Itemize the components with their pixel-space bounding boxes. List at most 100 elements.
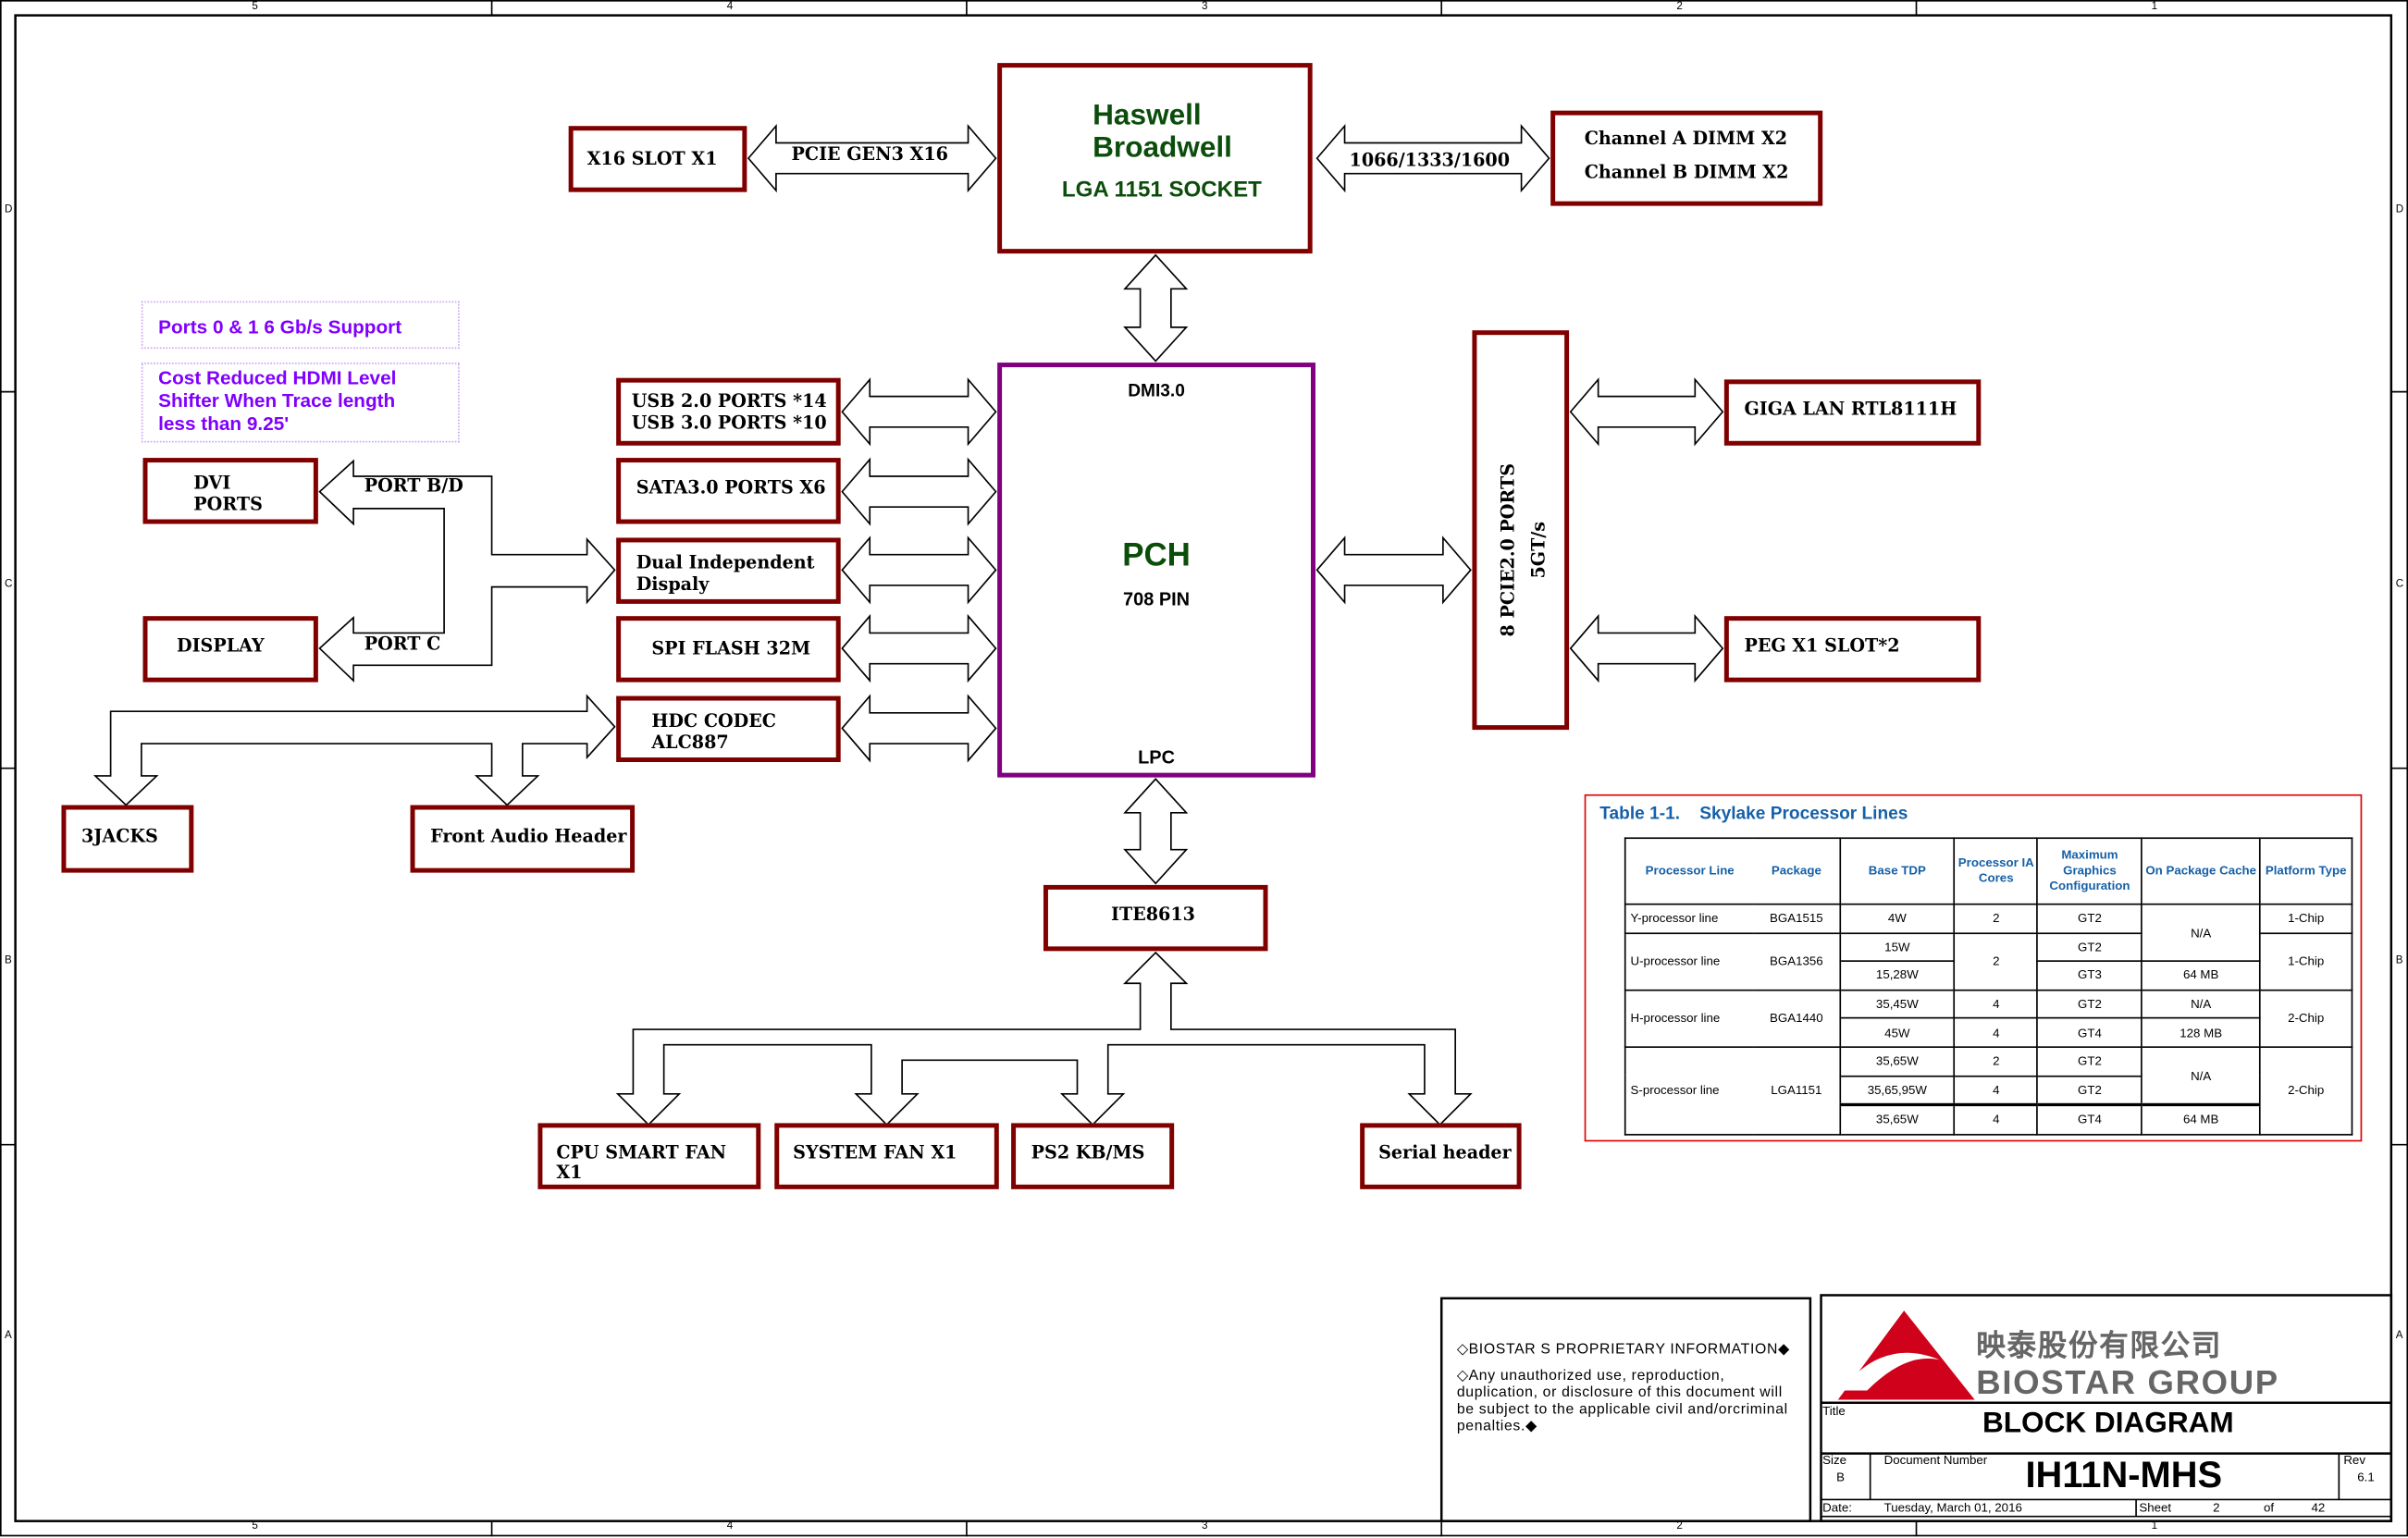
- td: BGA1440: [1753, 989, 1841, 1048]
- table-row: 35,65W 4 GT4 64 MB: [1625, 1103, 2352, 1136]
- pch-title: PCH: [1122, 537, 1191, 573]
- cpu-block: Haswell Broadwell LGA 1151 SOCKET: [997, 63, 1313, 254]
- front-audio-label: Front Audio Header: [430, 825, 627, 847]
- logo-chinese-text: 映泰股份有限公司: [1976, 1330, 2223, 1363]
- td: N/A: [2141, 989, 2261, 1020]
- document-number: IH11N-MHS: [2025, 1455, 2223, 1497]
- size-value: B: [1836, 1470, 1846, 1484]
- display-port-arrows: [318, 459, 616, 683]
- lpc-arrow: [1123, 778, 1189, 885]
- td: BGA1515: [1753, 903, 1841, 934]
- cpu-name: Haswell Broadwell: [1093, 100, 1232, 165]
- ps2-label: PS2 KB/MS: [1031, 1141, 1145, 1163]
- proprietary-notice: ◇BIOSTAR S PROPRIETARY INFORMATION◆ ◇Any…: [1457, 1341, 1804, 1434]
- td: GT2: [2036, 931, 2143, 963]
- row-label: B: [4, 955, 12, 966]
- table-header-row: Processor Line Package Base TDP Processo…: [1624, 837, 2353, 905]
- port-c-label: PORT C: [364, 633, 441, 655]
- note-hdmi-line2: Shifter When Trace length: [158, 389, 396, 412]
- peg-slot-block: PEG X1 SLOT*2: [1723, 616, 1982, 683]
- hdc-codec-block: HDC CODEC ALC887: [616, 695, 841, 763]
- row-label: A: [2395, 1330, 2403, 1342]
- pch-block: DMI3.0 PCH 708 PIN LPC: [997, 363, 1315, 778]
- ps2-block: PS2 KB/MS: [1011, 1123, 1175, 1189]
- proprietary-line2: ◇Any unauthorized use, reproduction, dup…: [1456, 1367, 1788, 1435]
- date-value: Tuesday, March 01, 2016: [1883, 1501, 2022, 1516]
- td: GT2: [2036, 1075, 2143, 1106]
- cpu-line1: Haswell: [1093, 99, 1202, 132]
- rev-value: 6.1: [2357, 1470, 2375, 1484]
- th: Platform Type: [2259, 837, 2353, 905]
- column-label: 1: [2151, 1, 2158, 13]
- table-row: 45W 4 GT4 128 MB: [1625, 1017, 2352, 1048]
- td: 128 MB: [2141, 1017, 2261, 1048]
- row-label: A: [4, 1330, 12, 1342]
- td: 1-Chip: [2259, 903, 2353, 934]
- display-label: DISPLAY: [177, 634, 265, 657]
- th: On Package Cache: [2141, 837, 2261, 905]
- giga-lan-label: GIGA LAN RTL8111H: [1744, 398, 1957, 420]
- td: H-processor line: [1624, 989, 1754, 1048]
- cpu-line2: Broadwell: [1093, 131, 1232, 165]
- td: 1-Chip: [2259, 931, 2353, 991]
- column-label: 5: [252, 1520, 258, 1532]
- serial-header-block: Serial header: [1360, 1123, 1522, 1189]
- column-label: 1: [2151, 1520, 2158, 1532]
- of-label: of: [2263, 1501, 2275, 1516]
- title-label: Title: [1822, 1404, 1846, 1419]
- th: Package: [1753, 837, 1841, 905]
- dimm-block: Channel A DIMM X2 Channel B DIMM X2: [1550, 110, 1823, 206]
- td: 4: [1954, 1103, 2039, 1136]
- pcie-ports-line1: 8 PCIE2.0 PORTS: [1497, 463, 1519, 637]
- ite-device-arrows: [615, 951, 1473, 1126]
- cpu-socket: LGA 1151 SOCKET: [1061, 178, 1262, 203]
- sata-label: SATA3.0 PORTS X6: [636, 476, 826, 498]
- dvi-line2: PORTS: [193, 493, 263, 515]
- td: 35,65W: [1838, 1046, 1956, 1077]
- td: GT4: [2036, 1103, 2143, 1136]
- dimm-channel-b: Channel B DIMM X2: [1584, 161, 1789, 183]
- 3jacks-block: 3JACKS: [61, 805, 194, 873]
- pcie-ports-block: 8 PCIE2.0 PORTS 5GT/s: [1472, 330, 1570, 731]
- td: 4: [1954, 989, 2039, 1020]
- td: 2: [1954, 903, 2039, 934]
- pch-dmi-label: DMI3.0: [1128, 382, 1185, 401]
- row-label: B: [2395, 955, 2403, 966]
- serial-header-label: Serial header: [1378, 1141, 1512, 1163]
- td: 64 MB: [2141, 1103, 2261, 1136]
- td: 35,65,95W: [1838, 1075, 1956, 1106]
- giga-lan-arrow: [1569, 377, 1724, 447]
- giga-lan-block: GIGA LAN RTL8111H: [1723, 379, 1982, 446]
- pch-pins: 708 PIN: [1123, 588, 1191, 610]
- th: Base TDP: [1838, 837, 1956, 905]
- pch-io-arrow: [841, 613, 997, 683]
- rev-label: Rev: [2343, 1453, 2365, 1468]
- column-label: 4: [726, 1, 734, 13]
- pch-io-arrow: [841, 377, 997, 447]
- column-label: 2: [1676, 1520, 1683, 1532]
- processor-table: Processor Line Package Base TDP Processo…: [1624, 837, 2353, 1136]
- td: Y-processor line: [1624, 903, 1754, 934]
- row-label: C: [2395, 579, 2404, 590]
- pcie-ports-line2: 5GT/s: [1527, 521, 1550, 579]
- td: GT2: [2036, 989, 2143, 1020]
- table-row: Y-processor line BGA1515 4W 2 GT2 N/A 1-…: [1624, 903, 2353, 963]
- title-block-box: [1820, 1294, 2393, 1522]
- usb3-label: USB 3.0 PORTS *10: [631, 412, 827, 434]
- note-hdmi: Cost Reduced HDMI Level Shifter When Tra…: [141, 363, 460, 443]
- spi-flash-label: SPI FLASH 32M: [651, 637, 811, 659]
- sheet-label: Sheet: [2139, 1501, 2172, 1516]
- cpu-fan-block: CPU SMART FAN X1: [537, 1123, 761, 1189]
- td: U-processor line: [1624, 931, 1754, 991]
- dual-display-line1: Dual Independent: [636, 551, 815, 573]
- x16-slot-block: X16 SLOT X1: [568, 126, 747, 192]
- td: 2: [1954, 1046, 2039, 1077]
- td: 15W: [1838, 931, 1956, 963]
- column-label: 4: [726, 1520, 734, 1532]
- port-bd-label: PORT B/D: [364, 474, 463, 497]
- usb2-label: USB 2.0 PORTS *14: [631, 389, 827, 412]
- column-label: 2: [1676, 1, 1683, 13]
- front-audio-block: Front Audio Header: [410, 805, 636, 873]
- dimm-channel-a: Channel A DIMM X2: [1584, 127, 1788, 150]
